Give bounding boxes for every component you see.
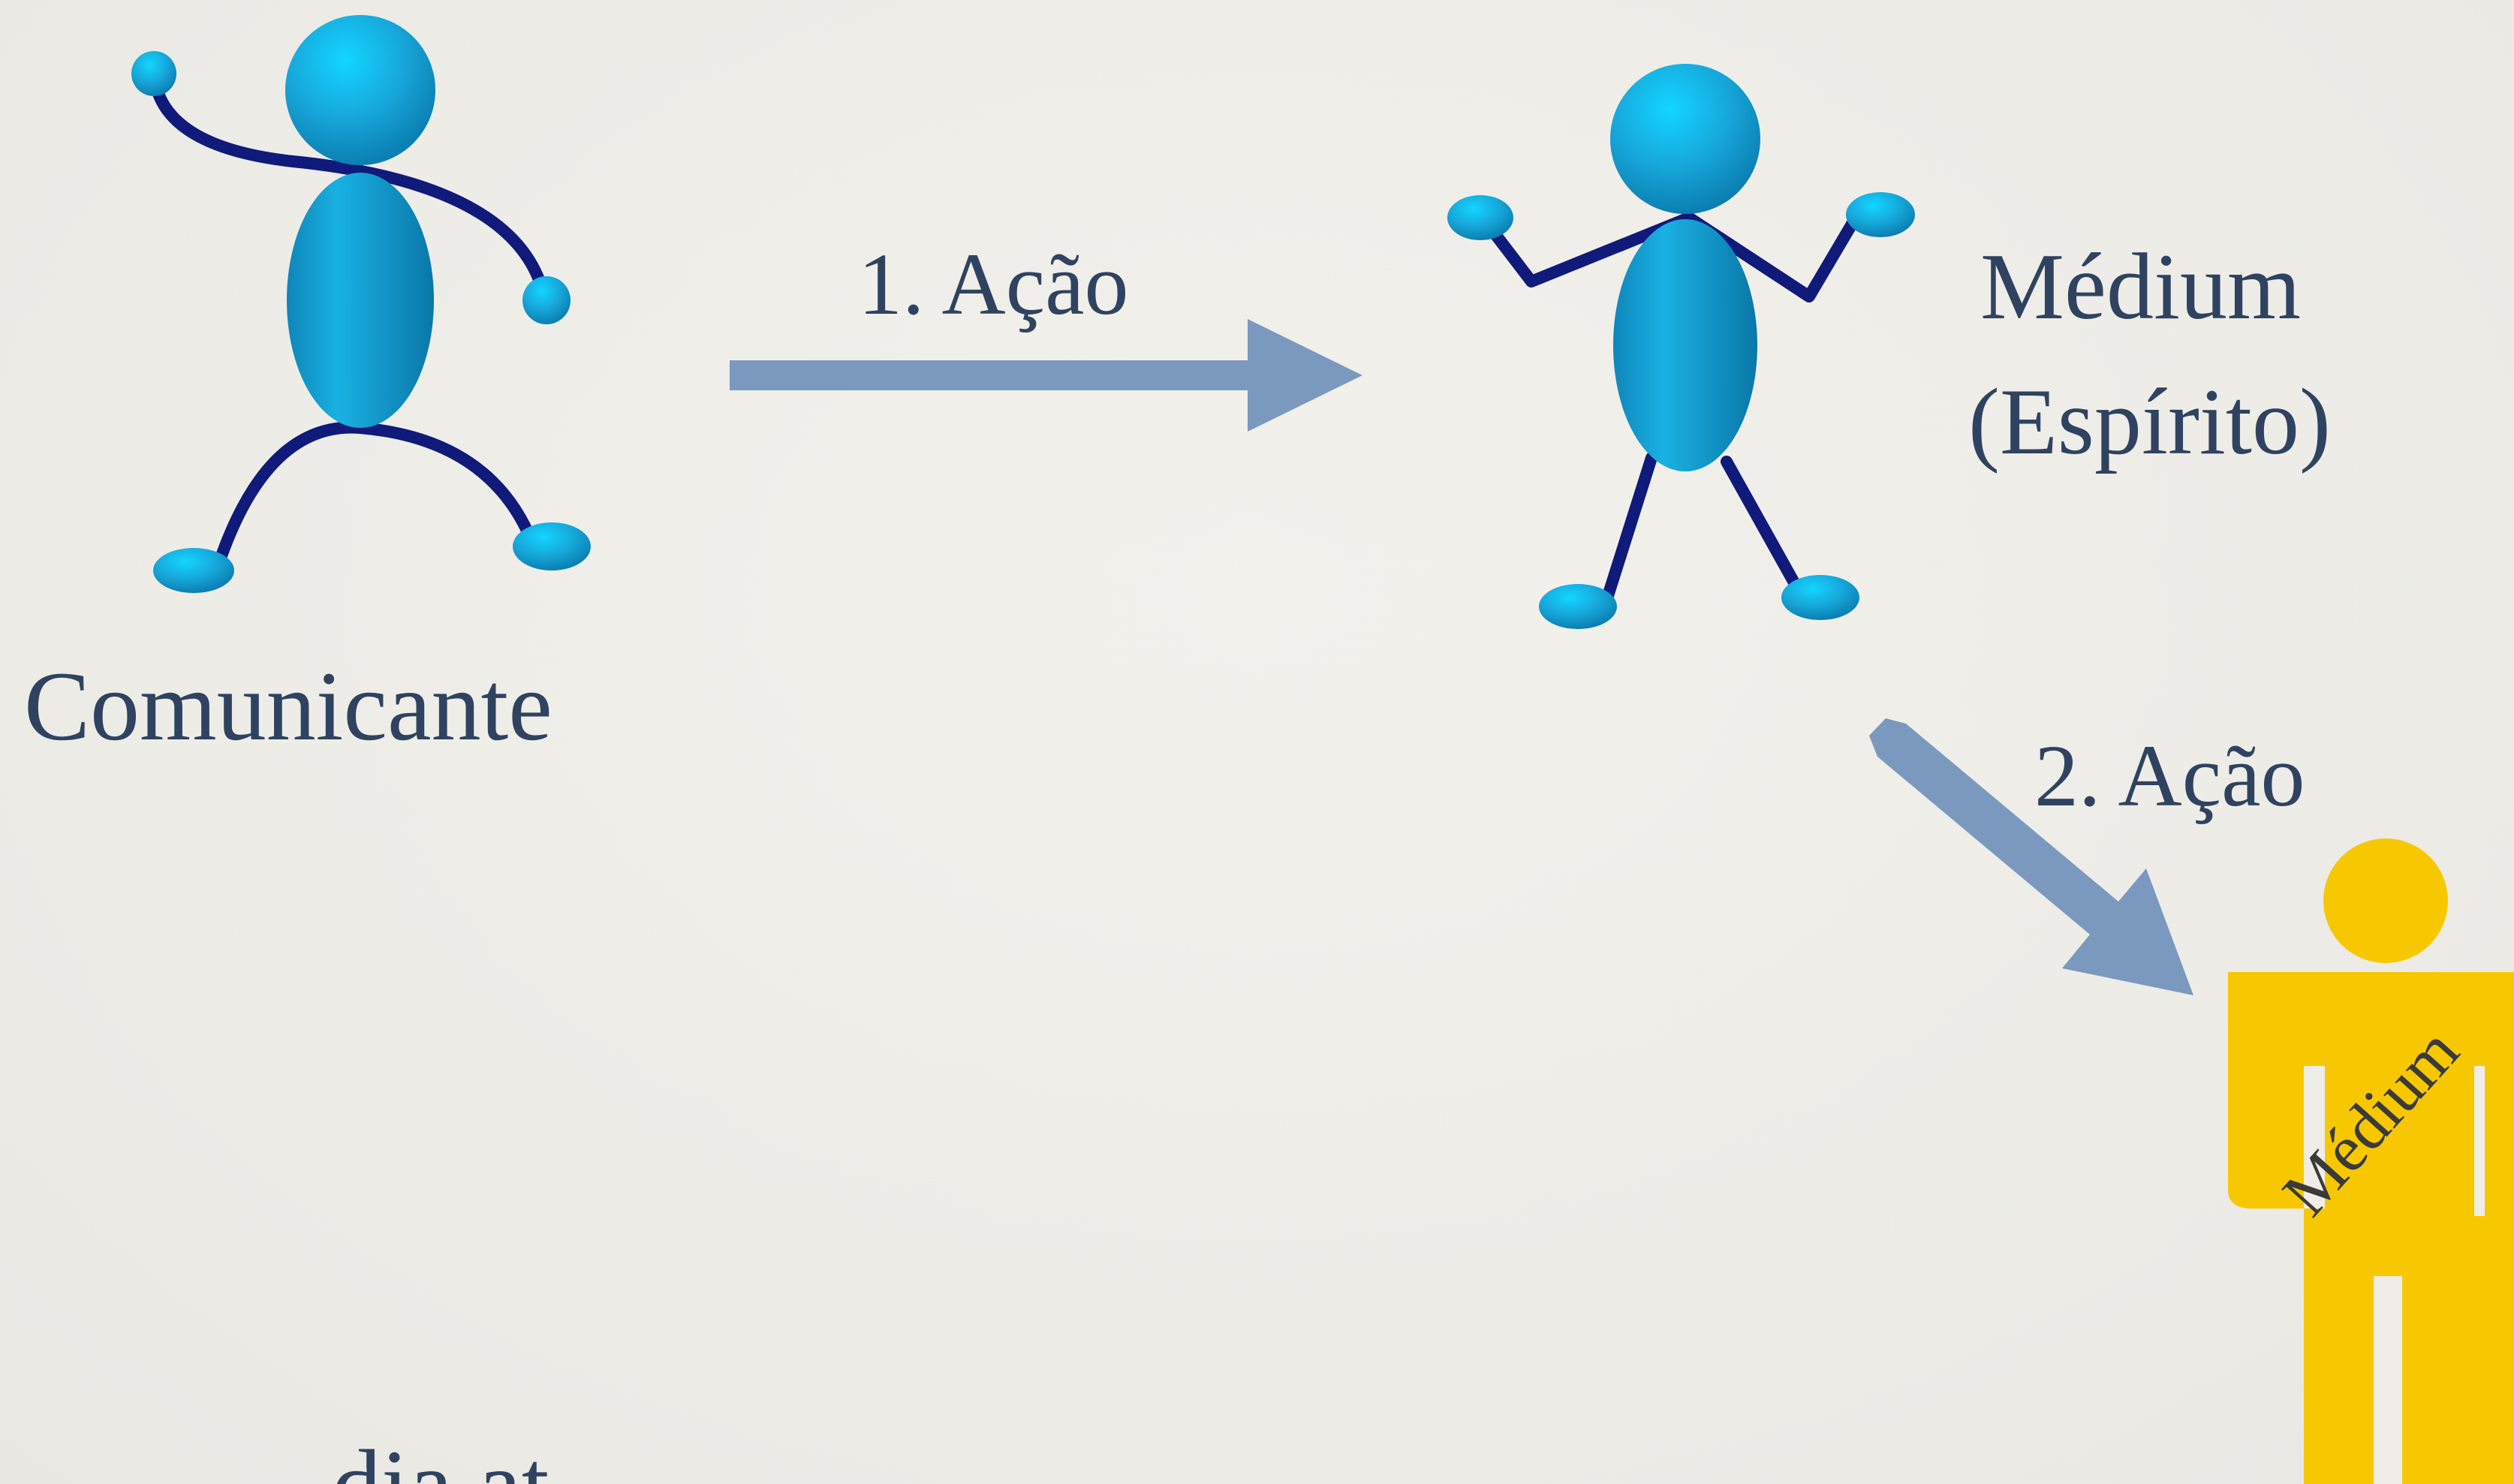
communicator-label: Comunicante xyxy=(24,651,552,761)
communicator-figure-icon xyxy=(131,15,591,593)
medium-person-icon: Médium xyxy=(2228,838,2514,1484)
action-1-label: 1. Ação xyxy=(858,235,1129,333)
action-arrow-2 xyxy=(1869,718,2193,995)
action-arrow-1 xyxy=(730,319,1362,432)
spirit-figure-icon xyxy=(1447,64,1915,629)
spirit-title-line1: Médium xyxy=(1980,235,2301,339)
bottom-partial-text: …dia at… xyxy=(233,1435,649,1484)
spirit-title-line2: (Espírito) xyxy=(1968,370,2331,474)
action-2-label: 2. Ação xyxy=(2034,727,2305,825)
